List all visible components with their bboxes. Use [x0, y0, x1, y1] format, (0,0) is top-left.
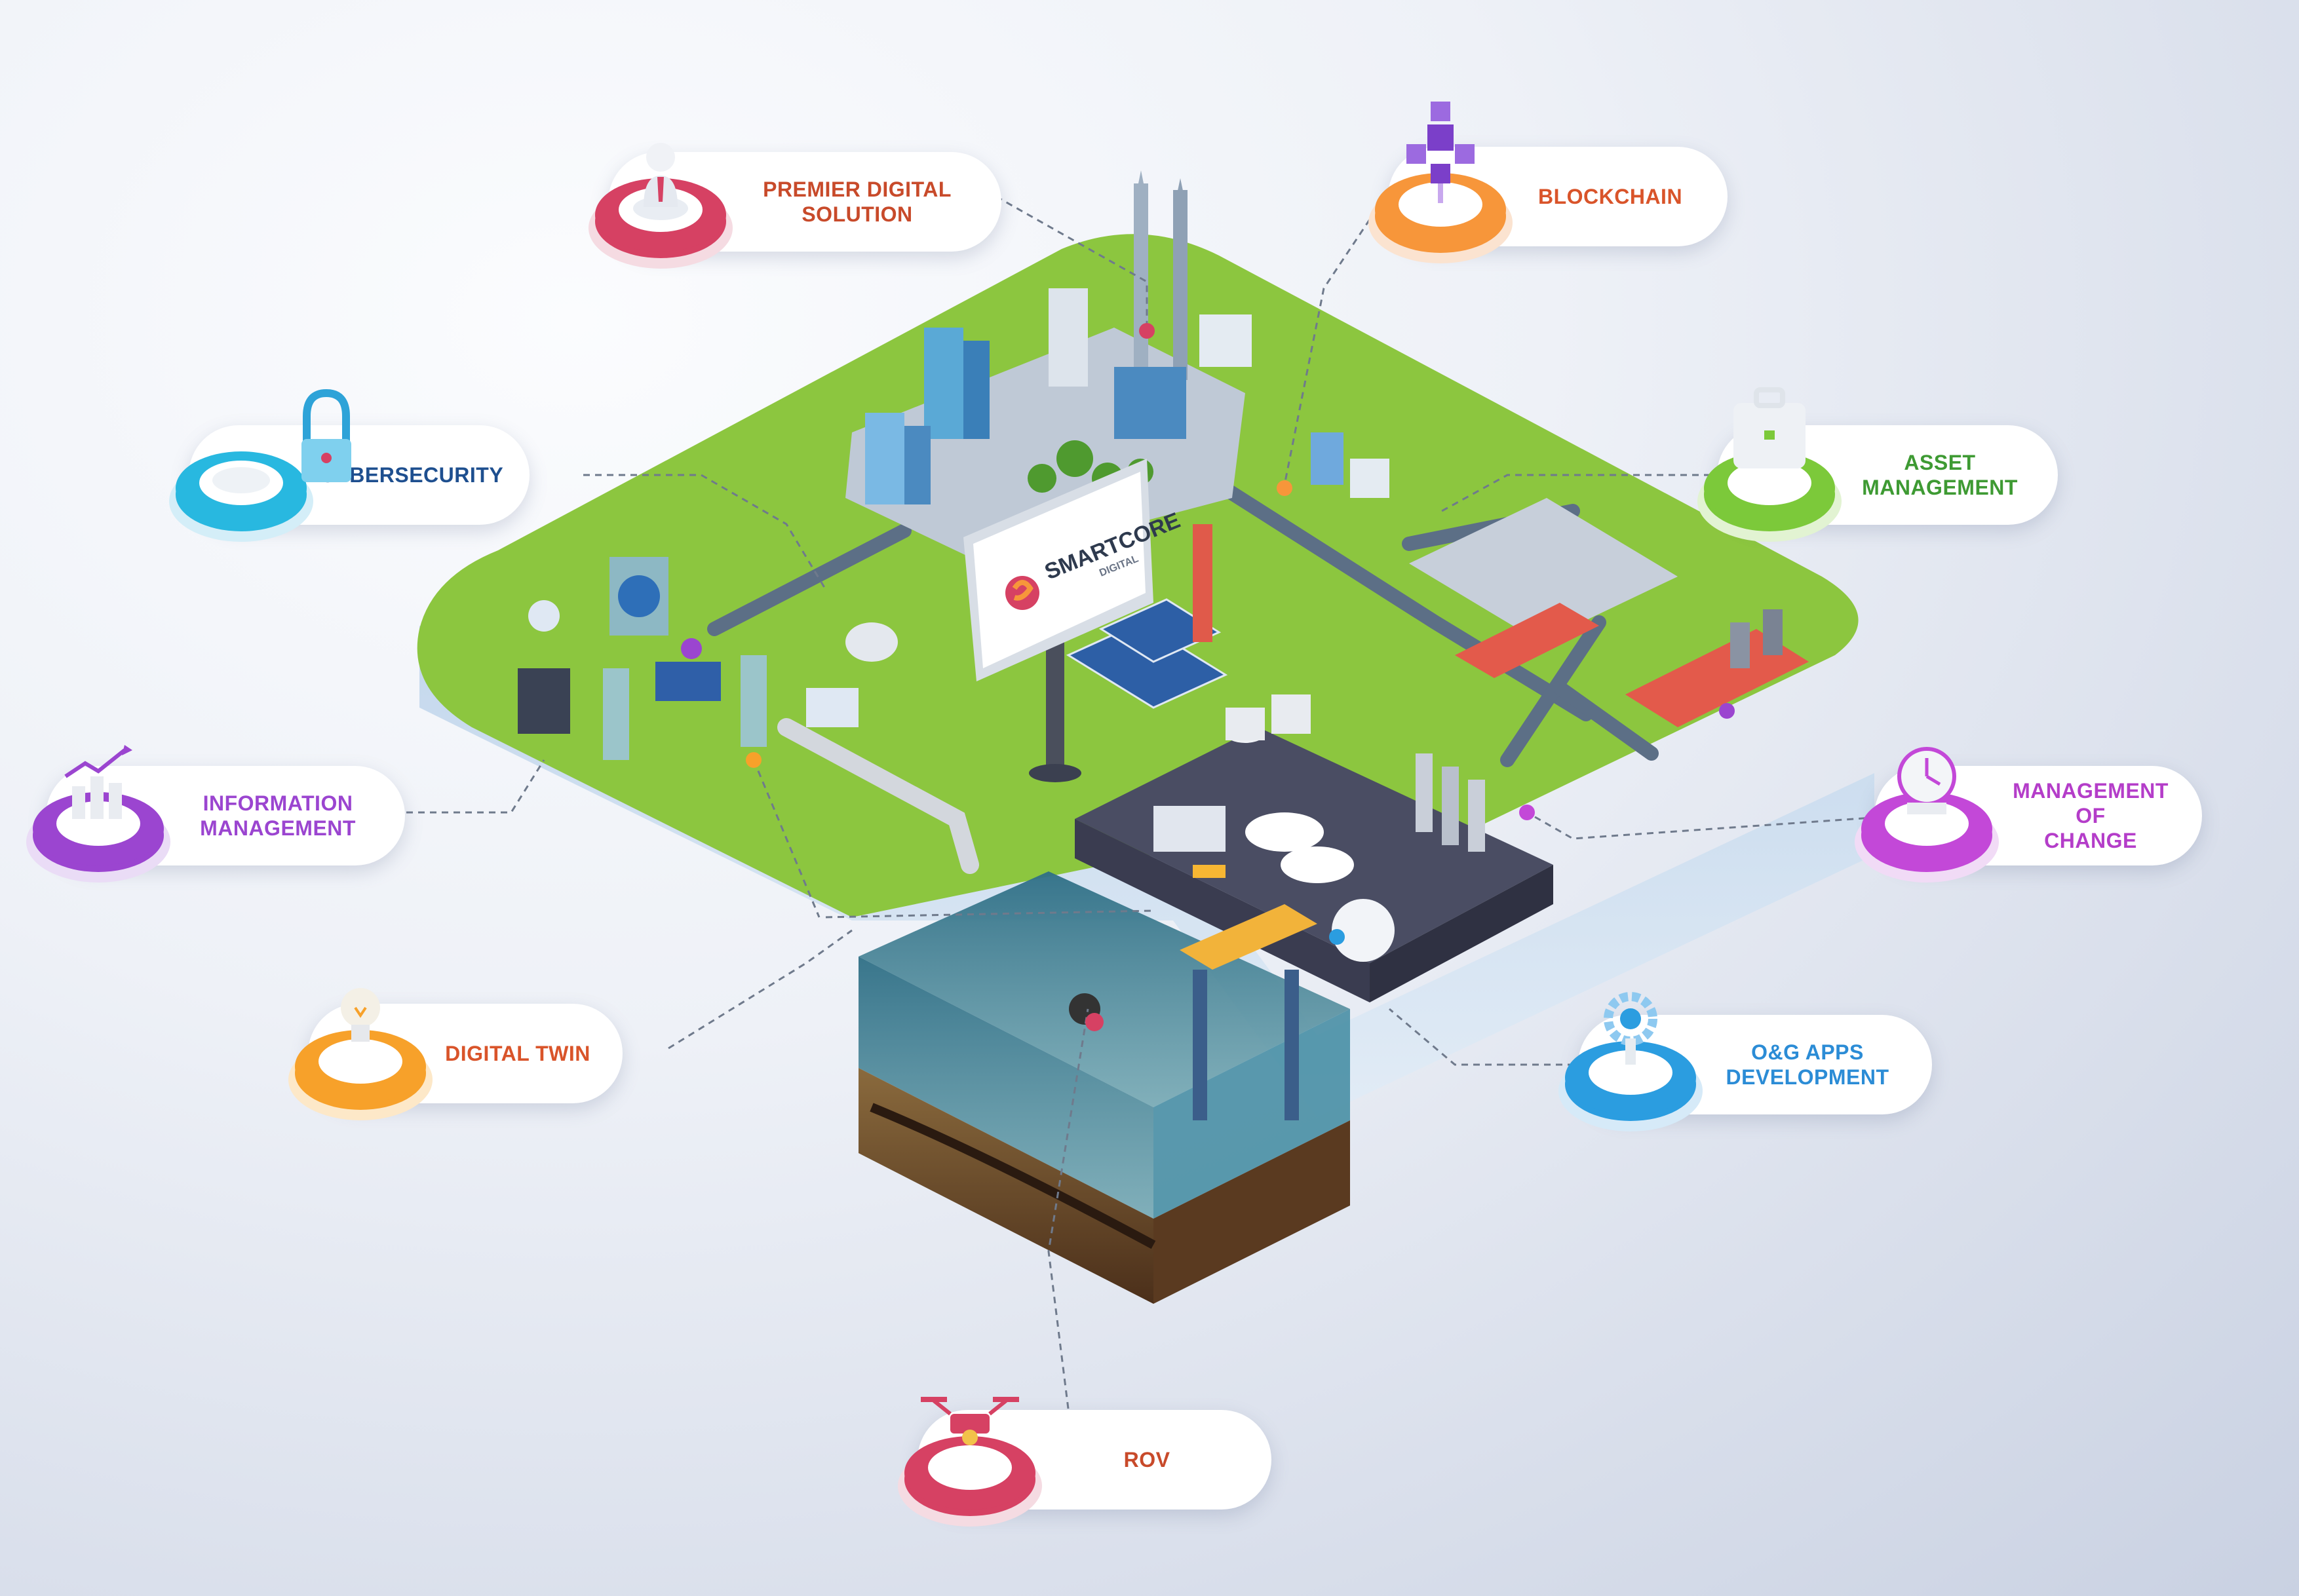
tech-hub [518, 557, 979, 874]
node-label: ASSET MANAGEMENT [1862, 451, 2018, 499]
drone-icon [898, 1397, 1042, 1527]
businessman-icon [589, 143, 733, 269]
gear-icon [1558, 992, 1703, 1131]
lightbulb-icon [288, 988, 433, 1120]
node-label: PREMIER DIGITAL SOLUTION [763, 178, 952, 226]
node-label: DIGITAL TWIN [445, 1042, 590, 1065]
node-label: ROV [1123, 1448, 1170, 1472]
node-label: MANAGEMENT OF CHANGE [2013, 779, 2169, 852]
briefcase-icon [1697, 387, 1842, 542]
clock-icon [1855, 747, 1999, 883]
node-label: INFORMATION MANAGEMENT [200, 791, 356, 840]
refinery [1075, 694, 1553, 1002]
bar-chart-trend-icon [26, 745, 170, 883]
solar-panels [1066, 598, 1228, 709]
industrial-zone [1193, 432, 1809, 727]
node-label: BLOCKCHAIN [1537, 185, 1683, 208]
connector-lines [406, 195, 1901, 1409]
node-label: O&G APPS DEVELOPMENT [1726, 1040, 1889, 1089]
offshore-cross-section [859, 871, 1350, 1304]
padlock-icon [169, 389, 351, 542]
connection-dots [681, 323, 1735, 1031]
blockchain-cubes-icon [1368, 102, 1513, 263]
